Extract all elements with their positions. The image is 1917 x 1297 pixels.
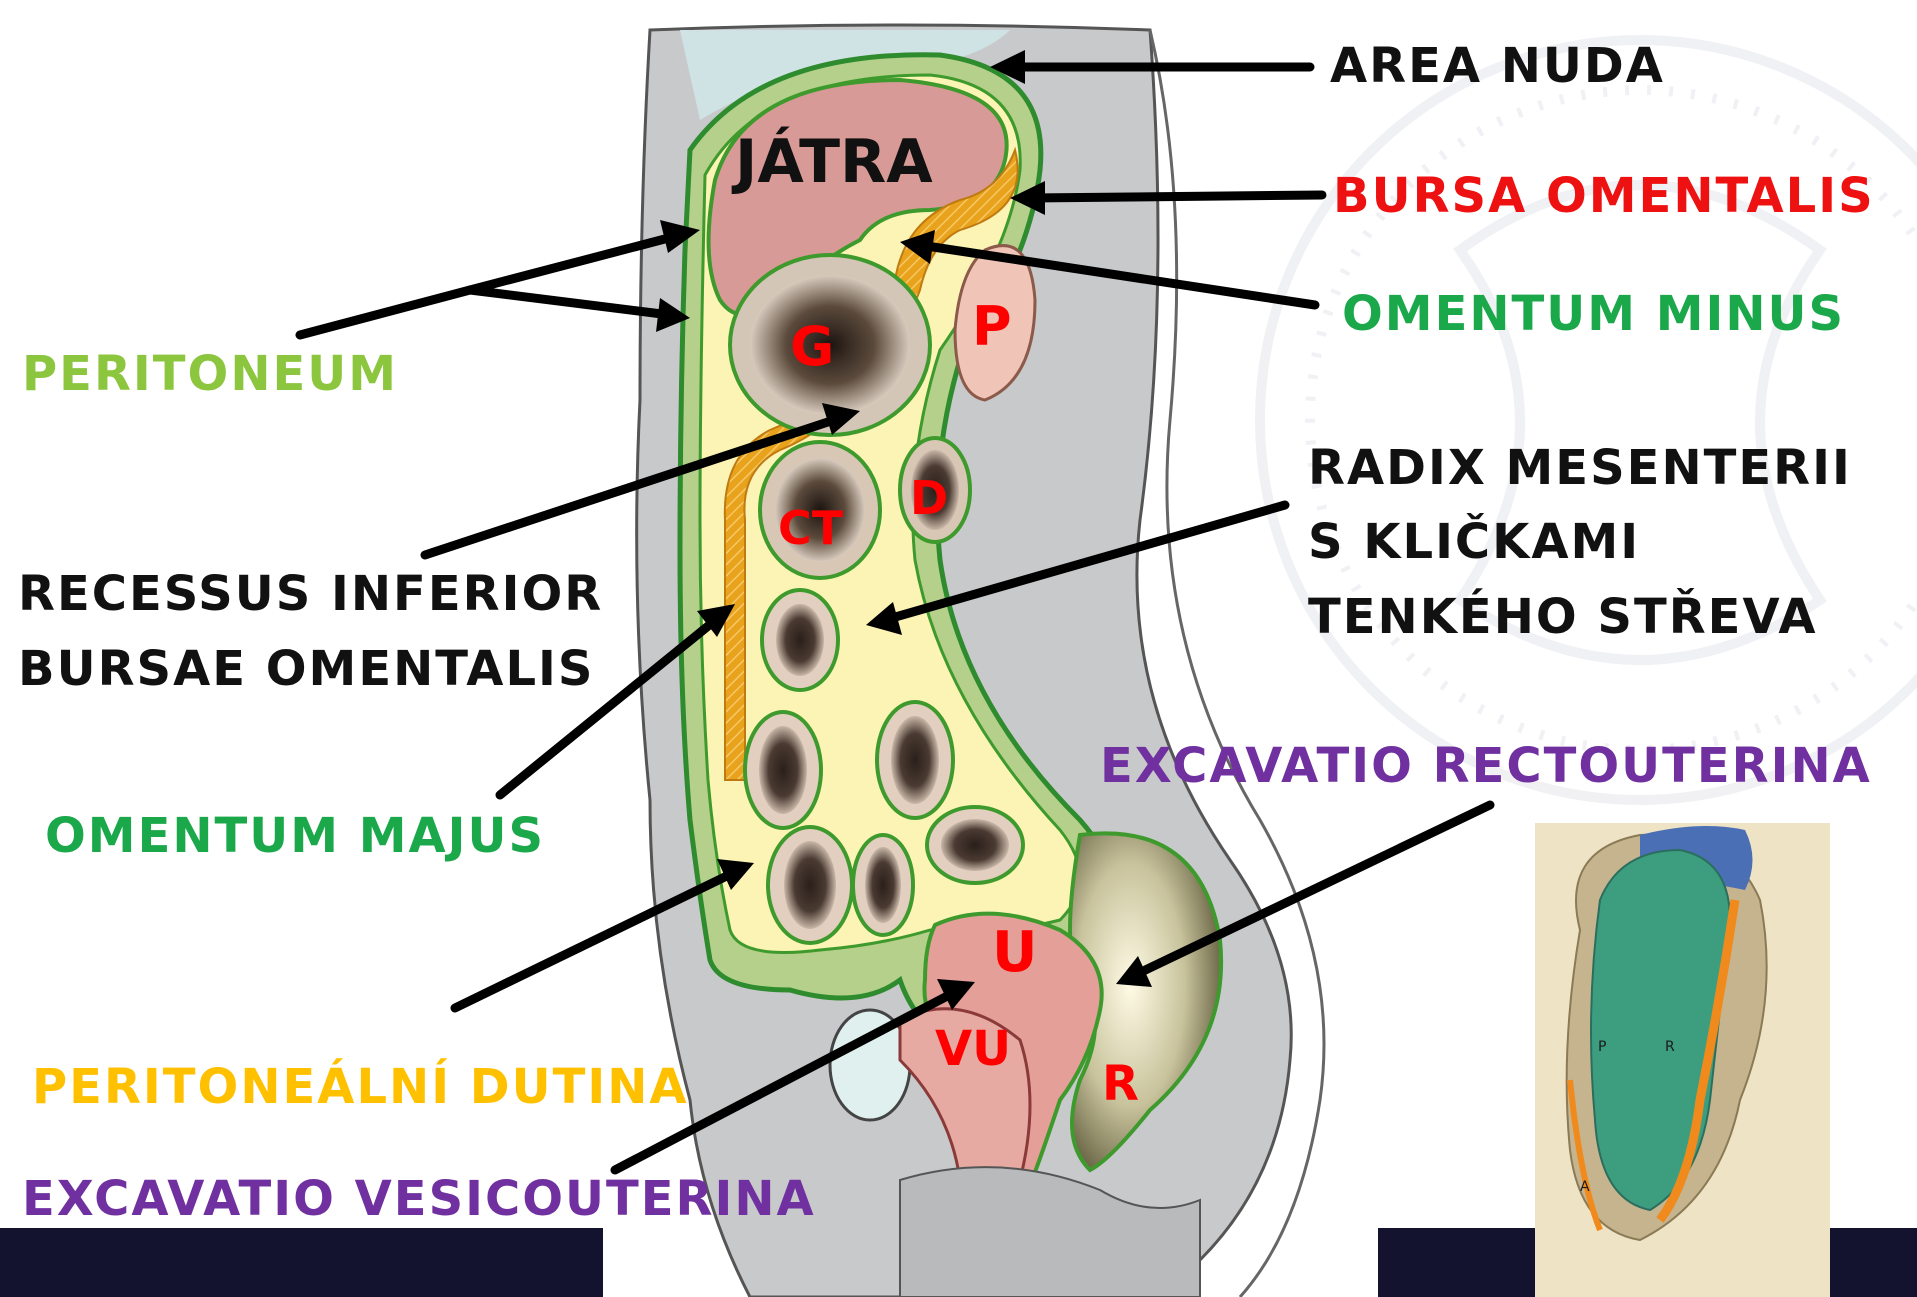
label-bursa-omentalis: BURSA OMENTALIS: [1333, 172, 1875, 220]
label-peritonealni-dutina: PERITONEÁLNÍ DUTINA: [32, 1063, 689, 1111]
organ-label-jatra: JÁTRA: [735, 132, 933, 192]
label-peritoneum: PERITONEUM: [22, 350, 398, 398]
organ-label-r: R: [1102, 1060, 1139, 1108]
label-recessus-line1: RECESSUS INFERIOR: [18, 570, 603, 618]
label-radix-line2: S KLIČKAMI: [1308, 518, 1640, 566]
organ-label-ct: CT: [778, 505, 843, 551]
organ-label-g: G: [790, 320, 834, 374]
label-omentum-majus: OMENTUM MAJUS: [45, 812, 545, 860]
organ-label-d: D: [910, 475, 948, 521]
label-radix-line1: RADIX MESENTERII: [1308, 444, 1852, 492]
inset-label-a: A: [1580, 1180, 1590, 1194]
inset-label-r: R: [1665, 1040, 1675, 1054]
footer-bar-right: [1830, 1228, 1917, 1297]
organ-label-p: P: [972, 300, 1012, 354]
label-omentum-minus: OMENTUM MINUS: [1342, 290, 1845, 338]
label-radix-line3: TENKÉHO STŘEVA: [1308, 593, 1817, 641]
label-excavatio-rectouterina: EXCAVATIO RECTOUTERINA: [1100, 742, 1872, 790]
inset-embryo-image: [1535, 823, 1830, 1297]
organ-label-vu: VU: [935, 1025, 1011, 1073]
footer-bar-middle: [1378, 1228, 1535, 1297]
organ-label-u: U: [992, 925, 1037, 981]
label-area-nuda: AREA NUDA: [1330, 42, 1665, 90]
footer-bar-left: [0, 1228, 603, 1297]
inset-label-p: P: [1598, 1040, 1606, 1054]
label-recessus-line2: BURSAE OMENTALIS: [18, 645, 594, 693]
watermark-emblem: [1260, 40, 1917, 800]
label-excavatio-vesicouterina: EXCAVATIO VESICOUTERINA: [22, 1175, 816, 1223]
